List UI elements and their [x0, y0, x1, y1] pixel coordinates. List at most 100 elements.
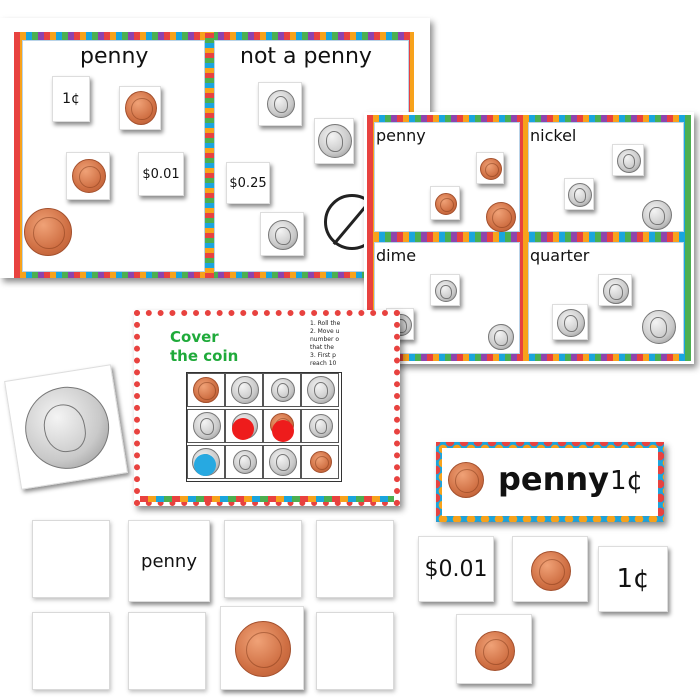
- grid-cell[interactable]: [187, 445, 225, 479]
- instruction-line: number o: [310, 336, 339, 343]
- card-dollar-label: $0.01: [424, 556, 488, 582]
- card-cent-label: 1¢: [616, 564, 650, 594]
- grid-cell[interactable]: [263, 445, 301, 479]
- card-penny-coin-1[interactable]: [119, 86, 161, 130]
- dime-icon: [435, 280, 457, 302]
- memory-card-penny-coin[interactable]: [220, 606, 304, 690]
- instruction-line: reach 10: [310, 360, 337, 367]
- penny-icon: [531, 551, 571, 591]
- strip-word: penny: [498, 460, 610, 498]
- card-nickel-coin[interactable]: [612, 144, 644, 176]
- memory-card[interactable]: [32, 520, 110, 598]
- sort-mat-four-coins: penny nickel dime quarter: [364, 112, 694, 364]
- nickel-icon: [19, 380, 116, 475]
- memory-card-penny-word[interactable]: penny: [128, 520, 210, 602]
- card-quarter-coin[interactable]: [552, 304, 588, 340]
- grid-cell[interactable]: [225, 373, 263, 407]
- memory-card[interactable]: [316, 612, 394, 690]
- penny-label-strip: penny 1¢: [436, 442, 664, 522]
- grid-cell[interactable]: [301, 409, 339, 443]
- card-quarter-coin[interactable]: [314, 118, 354, 164]
- instruction-line: that the: [310, 344, 334, 351]
- grid-cell[interactable]: [301, 445, 339, 479]
- card-dime-coin[interactable]: [258, 82, 302, 126]
- strip-value: 1¢: [610, 466, 644, 496]
- dime-icon: [271, 378, 295, 402]
- penny-icon: [448, 462, 484, 498]
- card-penny-coin[interactable]: [456, 614, 532, 684]
- dime-icon: [309, 414, 333, 438]
- dime-icon: [267, 90, 295, 118]
- quarter-icon: [603, 278, 629, 304]
- nickel-heading: nickel: [530, 126, 577, 145]
- penny-icon[interactable]: [24, 208, 72, 256]
- penny-icon: [72, 159, 106, 193]
- penny-icon: [475, 631, 515, 671]
- blue-marker[interactable]: [194, 454, 216, 476]
- dime-heading: dime: [376, 246, 417, 265]
- card-quarter-value[interactable]: $0.25: [226, 162, 270, 204]
- nickel-icon: [568, 183, 592, 207]
- quarter-icon: [318, 124, 352, 158]
- card-cent-value[interactable]: 1¢: [598, 546, 668, 612]
- red-marker[interactable]: [272, 420, 294, 442]
- memory-card-word: penny: [141, 550, 197, 572]
- memory-card[interactable]: [316, 520, 394, 598]
- penny-heading: penny: [376, 126, 426, 145]
- grid-cell[interactable]: [301, 373, 339, 407]
- penny-icon: [235, 621, 291, 677]
- quarter-icon: [231, 376, 259, 404]
- penny-heading: penny: [80, 44, 149, 69]
- penny-icon: [435, 193, 457, 215]
- instruction-line: 2. Move u: [310, 328, 340, 335]
- card-penny-coin-2[interactable]: [66, 152, 110, 200]
- board-title-line-1: Cover: [170, 328, 219, 346]
- board-title-line-2: the coin: [170, 347, 239, 365]
- memory-card[interactable]: [128, 612, 206, 690]
- not-a-penny-heading: not a penny: [240, 44, 372, 69]
- grid-cell[interactable]: [263, 409, 301, 443]
- card-quarter-value-label: $0.25: [229, 175, 267, 191]
- card-penny-coin[interactable]: [430, 186, 460, 220]
- instruction-line: 3. First p: [310, 352, 336, 359]
- nickel-icon: [269, 448, 297, 476]
- grid-cell[interactable]: [225, 445, 263, 479]
- card-quarter-coin[interactable]: [598, 274, 632, 306]
- memory-card[interactable]: [224, 520, 302, 598]
- instructions: 1. Roll the 2. Move u number o that the …: [310, 320, 398, 368]
- card-nickel-coin[interactable]: [260, 212, 304, 256]
- red-marker[interactable]: [232, 418, 254, 440]
- nickel-icon: [268, 220, 298, 250]
- grid-cell[interactable]: [263, 373, 301, 407]
- card-penny-coin[interactable]: [512, 536, 588, 602]
- grid-cell[interactable]: [225, 409, 263, 443]
- dime-icon: [233, 450, 257, 474]
- card-one-cent-label: 1¢: [62, 91, 80, 107]
- quarter-icon: [307, 376, 335, 404]
- card-one-cent-dollars[interactable]: $0.01: [138, 152, 184, 196]
- card-dollar-label: $0.01: [142, 166, 180, 182]
- instruction-line: 1. Roll the: [310, 320, 341, 327]
- large-nickel-card[interactable]: [4, 364, 128, 490]
- quarter-icon[interactable]: [642, 310, 676, 344]
- grid-cell[interactable]: [187, 409, 225, 443]
- cover-the-coin-board: Cover the coin 1. Roll the 2. Move u num…: [134, 310, 400, 506]
- dime-icon[interactable]: [488, 324, 514, 350]
- quarter-icon: [557, 309, 585, 337]
- nickel-icon: [193, 412, 221, 440]
- board-title: Cover the coin: [170, 328, 238, 366]
- card-dollar-value[interactable]: $0.01: [418, 536, 494, 602]
- grid-cell[interactable]: [187, 373, 225, 407]
- penny-icon: [125, 91, 157, 125]
- card-penny-coin[interactable]: [476, 152, 504, 184]
- penny-icon[interactable]: [486, 202, 516, 232]
- card-dime-coin[interactable]: [430, 274, 460, 306]
- card-nickel-coin[interactable]: [564, 178, 594, 210]
- coin-grid: [186, 372, 342, 482]
- quarter-heading: quarter: [530, 246, 590, 265]
- penny-icon: [310, 451, 332, 473]
- penny-icon: [480, 158, 502, 180]
- card-one-cent[interactable]: 1¢: [52, 76, 90, 122]
- nickel-icon[interactable]: [642, 200, 672, 230]
- memory-card[interactable]: [32, 612, 110, 690]
